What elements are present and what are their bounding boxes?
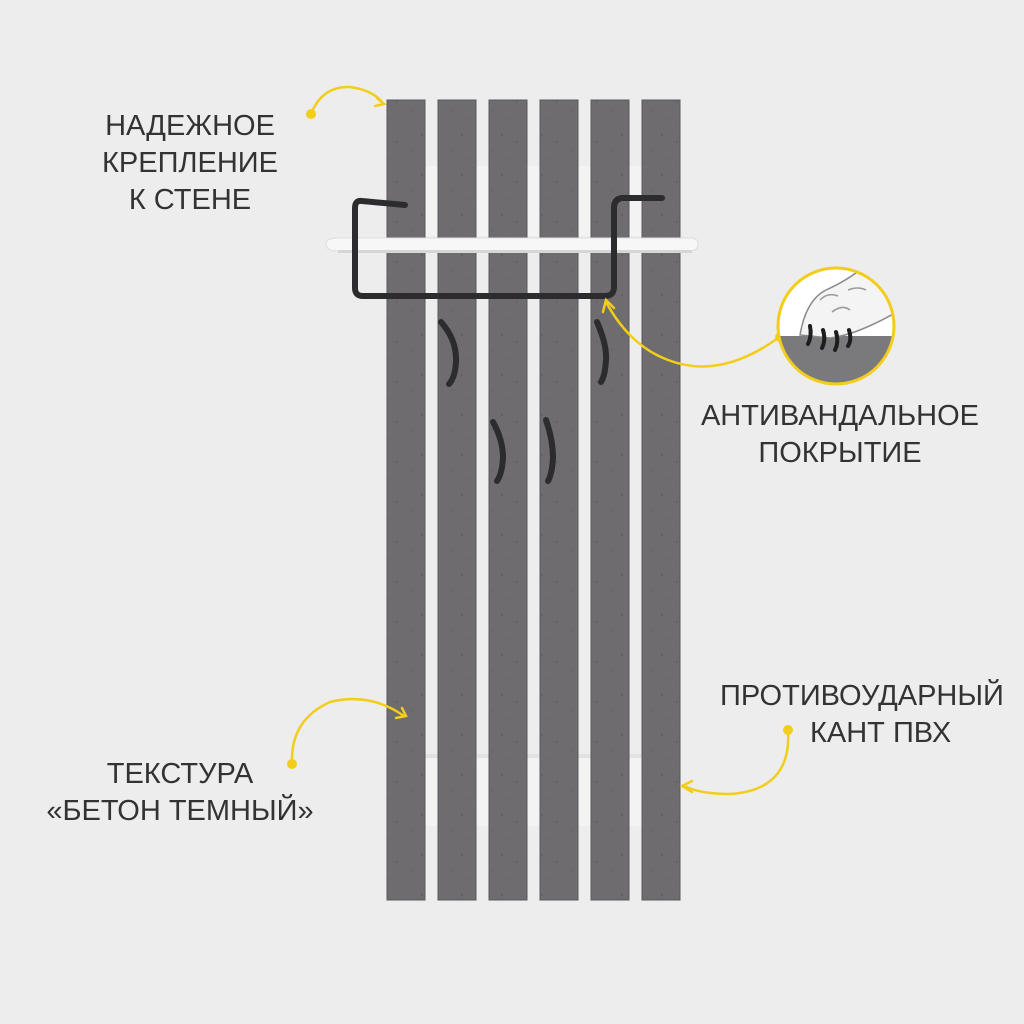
slat [641, 99, 681, 901]
slat-group [386, 99, 681, 901]
callout-line: ТЕКСТУРА [106, 758, 254, 790]
callout-line: КРЕПЛЕНИЕ [102, 147, 278, 179]
callout-pvc-edge: ПРОТИВОУДАРНЫЙ КАНТ ПВХ [720, 678, 1024, 752]
callout-wall-mount: НАДЕЖНОЕ КРЕПЛЕНИЕ К СТЕНЕ [70, 108, 310, 219]
slat [590, 99, 630, 901]
claw-scratch-icon [776, 266, 896, 386]
metal-rail [352, 195, 665, 299]
callout-leaders [290, 85, 790, 796]
callout-line: ПРОТИВОУДАРНЫЙ [720, 680, 1004, 712]
callout-anti-vandal-coating: АНТИВАНДАЛЬНОЕ ПОКРЫТИЕ [680, 398, 1000, 472]
callout-line: КАНТ ПВХ [810, 717, 952, 749]
callout-line: К СТЕНЕ [128, 184, 252, 216]
callout-line: АНТИВАНДАЛЬНОЕ [700, 400, 980, 432]
callout-line: ПОКРЫТИЕ [758, 437, 922, 469]
hook [543, 417, 557, 484]
hook [594, 319, 610, 385]
callout-texture: ТЕКСТУРА «БЕТОН ТЕМНЫЙ» [20, 756, 340, 830]
slat [386, 99, 426, 901]
callout-line: «БЕТОН ТЕМНЫЙ» [46, 795, 314, 827]
hat-shelf [325, 237, 699, 253]
slat [437, 99, 477, 901]
coat-hooks [438, 319, 610, 484]
slat [488, 99, 528, 901]
hook [490, 419, 507, 484]
slat [539, 99, 579, 901]
hook [438, 319, 460, 387]
callout-line: НАДЕЖНОЕ [105, 110, 275, 142]
